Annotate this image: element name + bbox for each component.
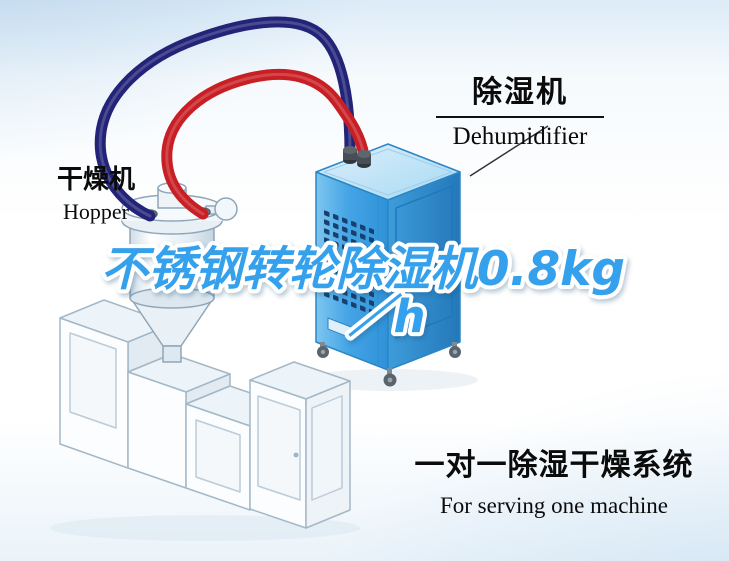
machine-shadow (50, 515, 360, 541)
caster-wheel-right (449, 342, 461, 358)
supply-hose-navy (94, 16, 356, 222)
door-handle (445, 245, 449, 260)
dehumidifier-label-en: Dehumidifier (452, 123, 588, 150)
system-caption-en: For serving one machine (439, 493, 669, 518)
watermark-line1: 不锈钢转轮除湿机0.8kg (101, 242, 625, 297)
dehumidifier-label: 除湿机 Dehumidifier (436, 76, 604, 152)
hopper-label: 干燥机 Hopper (44, 166, 148, 224)
hopper-label-zh: 干燥机 (56, 165, 135, 195)
return-hose-highlight (165, 72, 366, 216)
cabinet-end-panel (311, 395, 343, 501)
hopper-label-en: Hopper (63, 198, 129, 224)
blower-motor (214, 197, 238, 221)
hopper-body-bottom (129, 287, 215, 309)
system-caption-zh: 一对一除湿干燥系统 (414, 448, 694, 483)
guard-door-panel (195, 419, 241, 493)
dehumidifier-vents (324, 210, 374, 316)
machine-door-panel (69, 332, 117, 429)
caster-wheel-left (317, 342, 329, 358)
pedestal-front (127, 371, 187, 489)
return-hose-red (161, 68, 370, 220)
hose-port-return (357, 150, 371, 168)
dehumidifier-unit (315, 143, 461, 387)
cabinet-door-panel (257, 395, 301, 501)
supply-hose-highlight (98, 20, 352, 218)
hose-port-supply (343, 146, 357, 164)
watermark-line2: ／h (347, 290, 425, 343)
door-knob (293, 452, 299, 458)
extruder-machine (59, 299, 351, 529)
dehumidifier-door (395, 185, 453, 339)
caster-wheel-front (383, 368, 397, 387)
dehumidifier-label-zh: 除湿机 (436, 76, 604, 118)
watermark-text: 不锈钢转轮除湿机0.8kg ／h (97, 238, 629, 347)
hose-ports (343, 146, 371, 168)
label-pointer-line (469, 125, 549, 177)
system-caption: 一对一除湿干燥系统 For serving one machine (408, 449, 700, 519)
nameplate (327, 317, 355, 340)
hopper-neck (162, 345, 182, 363)
hoses (94, 16, 370, 222)
